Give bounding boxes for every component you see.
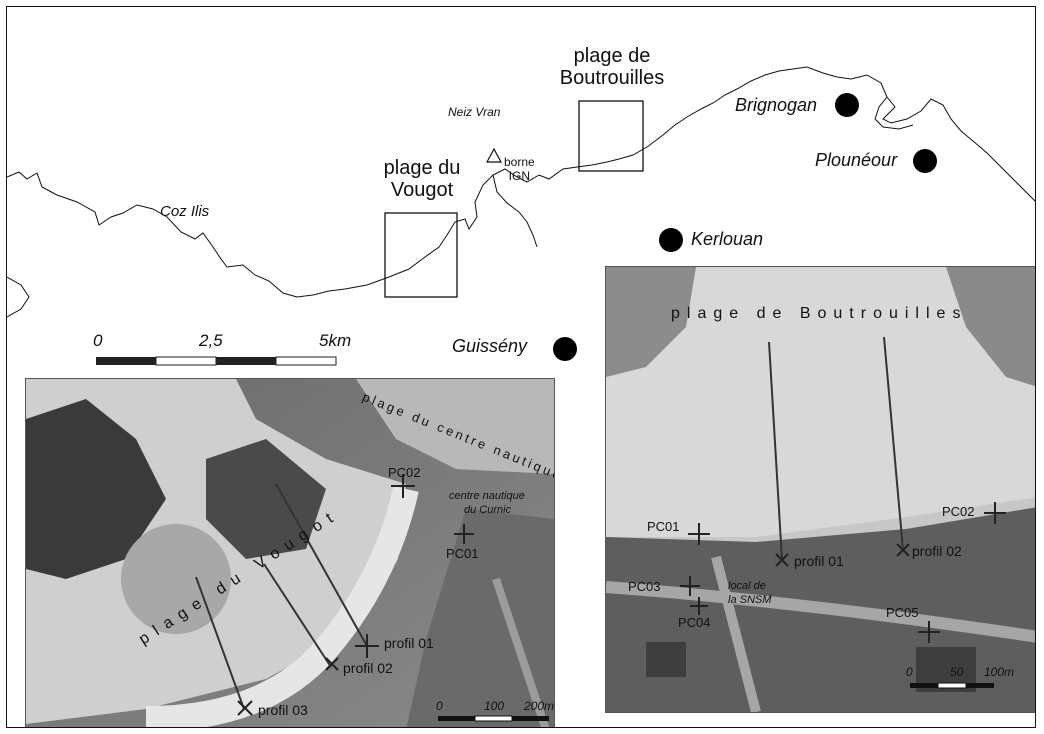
label-line: Vougot [390, 179, 454, 201]
label-line: Boutrouilles [559, 67, 665, 89]
brignogan-dot [835, 93, 859, 117]
boutrouilles-pc04-label: PC04 [678, 615, 711, 630]
borne-ign-triangle [485, 147, 503, 163]
boutrouilles-profile-line-02 [883, 336, 904, 551]
boutrouilles-profil02-label: profil 02 [912, 543, 962, 559]
map-frame: plage de Boutrouilles plage du Vougot Ne… [6, 6, 1036, 728]
boutrouilles-pc05-label: PC05 [886, 605, 919, 620]
snsm-label: local de la SNSM [728, 579, 771, 607]
vougot-scale-end: 200m [524, 699, 555, 713]
overview-scale-bar [96, 356, 337, 366]
label-line: local de [728, 580, 766, 592]
boutrouilles-scale-0: 0 [906, 665, 913, 679]
vougot-profil02-label: profil 02 [343, 660, 393, 676]
place-brignogan: Brignogan [735, 95, 818, 115]
boutrouilles-scale-mid: 50 [950, 665, 964, 679]
boutrouilles-profile-line-01 [768, 341, 783, 561]
label-line: borne [504, 155, 535, 169]
vougot-scale-0: 0 [436, 699, 443, 713]
label-line: IGN [508, 169, 531, 183]
coastline [7, 66, 1035, 298]
boutrouilles-pc03-label: PC03 [628, 579, 661, 594]
vougot-profil03-label: profil 03 [258, 702, 308, 718]
overview-scale-end: 5km [319, 331, 352, 350]
vougot-scale-bar [438, 715, 549, 722]
boutrouilles-annotations [680, 336, 1006, 689]
overview-scale-0: 0 [93, 331, 103, 350]
place-coz-ilis: Coz Ilis [160, 203, 210, 220]
kerlouan-dot [659, 228, 683, 252]
label-line: centre nautique [449, 490, 525, 502]
label-line: du Curnic [464, 504, 512, 516]
vougot-annotations [195, 474, 549, 722]
coastline-east [874, 96, 914, 130]
boutrouilles-profil01-label: profil 01 [794, 553, 844, 569]
boutrouilles-scale-bar [910, 682, 994, 689]
boutrouilles-scale-end: 100m [984, 665, 1015, 679]
place-neiz-vran: Neiz Vran [448, 105, 501, 119]
coastline-inlet [492, 174, 538, 248]
vougot-box-label: plage du Vougot [367, 157, 477, 201]
place-plouneour: Plounéour [815, 150, 898, 170]
borne-ign-label: borne IGN [504, 155, 535, 183]
vougot-profil01-label: profil 01 [384, 635, 434, 651]
label-line: plage de [573, 45, 651, 67]
coastline-map [7, 66, 1035, 366]
place-guisseny: Guissény [452, 336, 528, 356]
vougot-profile-line-01 [275, 483, 368, 647]
vougot-aerial-photo: plage du Vougot plage du centre nautique… [25, 378, 555, 727]
centre-nautique-label: centre nautique du Curnic [449, 489, 525, 517]
boutrouilles-photo-art [606, 267, 1035, 712]
boutrouilles-beach-name: plage de Boutrouilles [671, 305, 968, 322]
vougot-profile-line-02 [263, 563, 332, 668]
vougot-pc01-label: PC01 [446, 546, 479, 561]
boutrouilles-pc01-label: PC01 [647, 519, 680, 534]
overview-scale-mid: 2,5 [199, 331, 223, 350]
boutrouilles-box [578, 100, 644, 172]
vougot-scale-mid: 100 [484, 699, 505, 713]
coastline-west [7, 276, 30, 318]
label-line: la SNSM [728, 594, 772, 606]
boutrouilles-box-label: plage de Boutrouilles [557, 45, 667, 89]
plouneour-dot [913, 149, 937, 173]
vougot-photo-art [26, 379, 554, 727]
vougot-pc02-label: PC02 [388, 465, 421, 480]
boutrouilles-pc02-label: PC02 [942, 504, 975, 519]
label-line: plage du [383, 157, 461, 179]
guisseny-dot [553, 337, 577, 361]
boutrouilles-aerial-photo: plage de Boutrouilles PC01 PC02 PC03 PC0… [605, 266, 1035, 713]
place-kerlouan: Kerlouan [691, 229, 764, 249]
vougot-box [384, 212, 458, 298]
vougot-profile-line-03 [195, 576, 245, 710]
